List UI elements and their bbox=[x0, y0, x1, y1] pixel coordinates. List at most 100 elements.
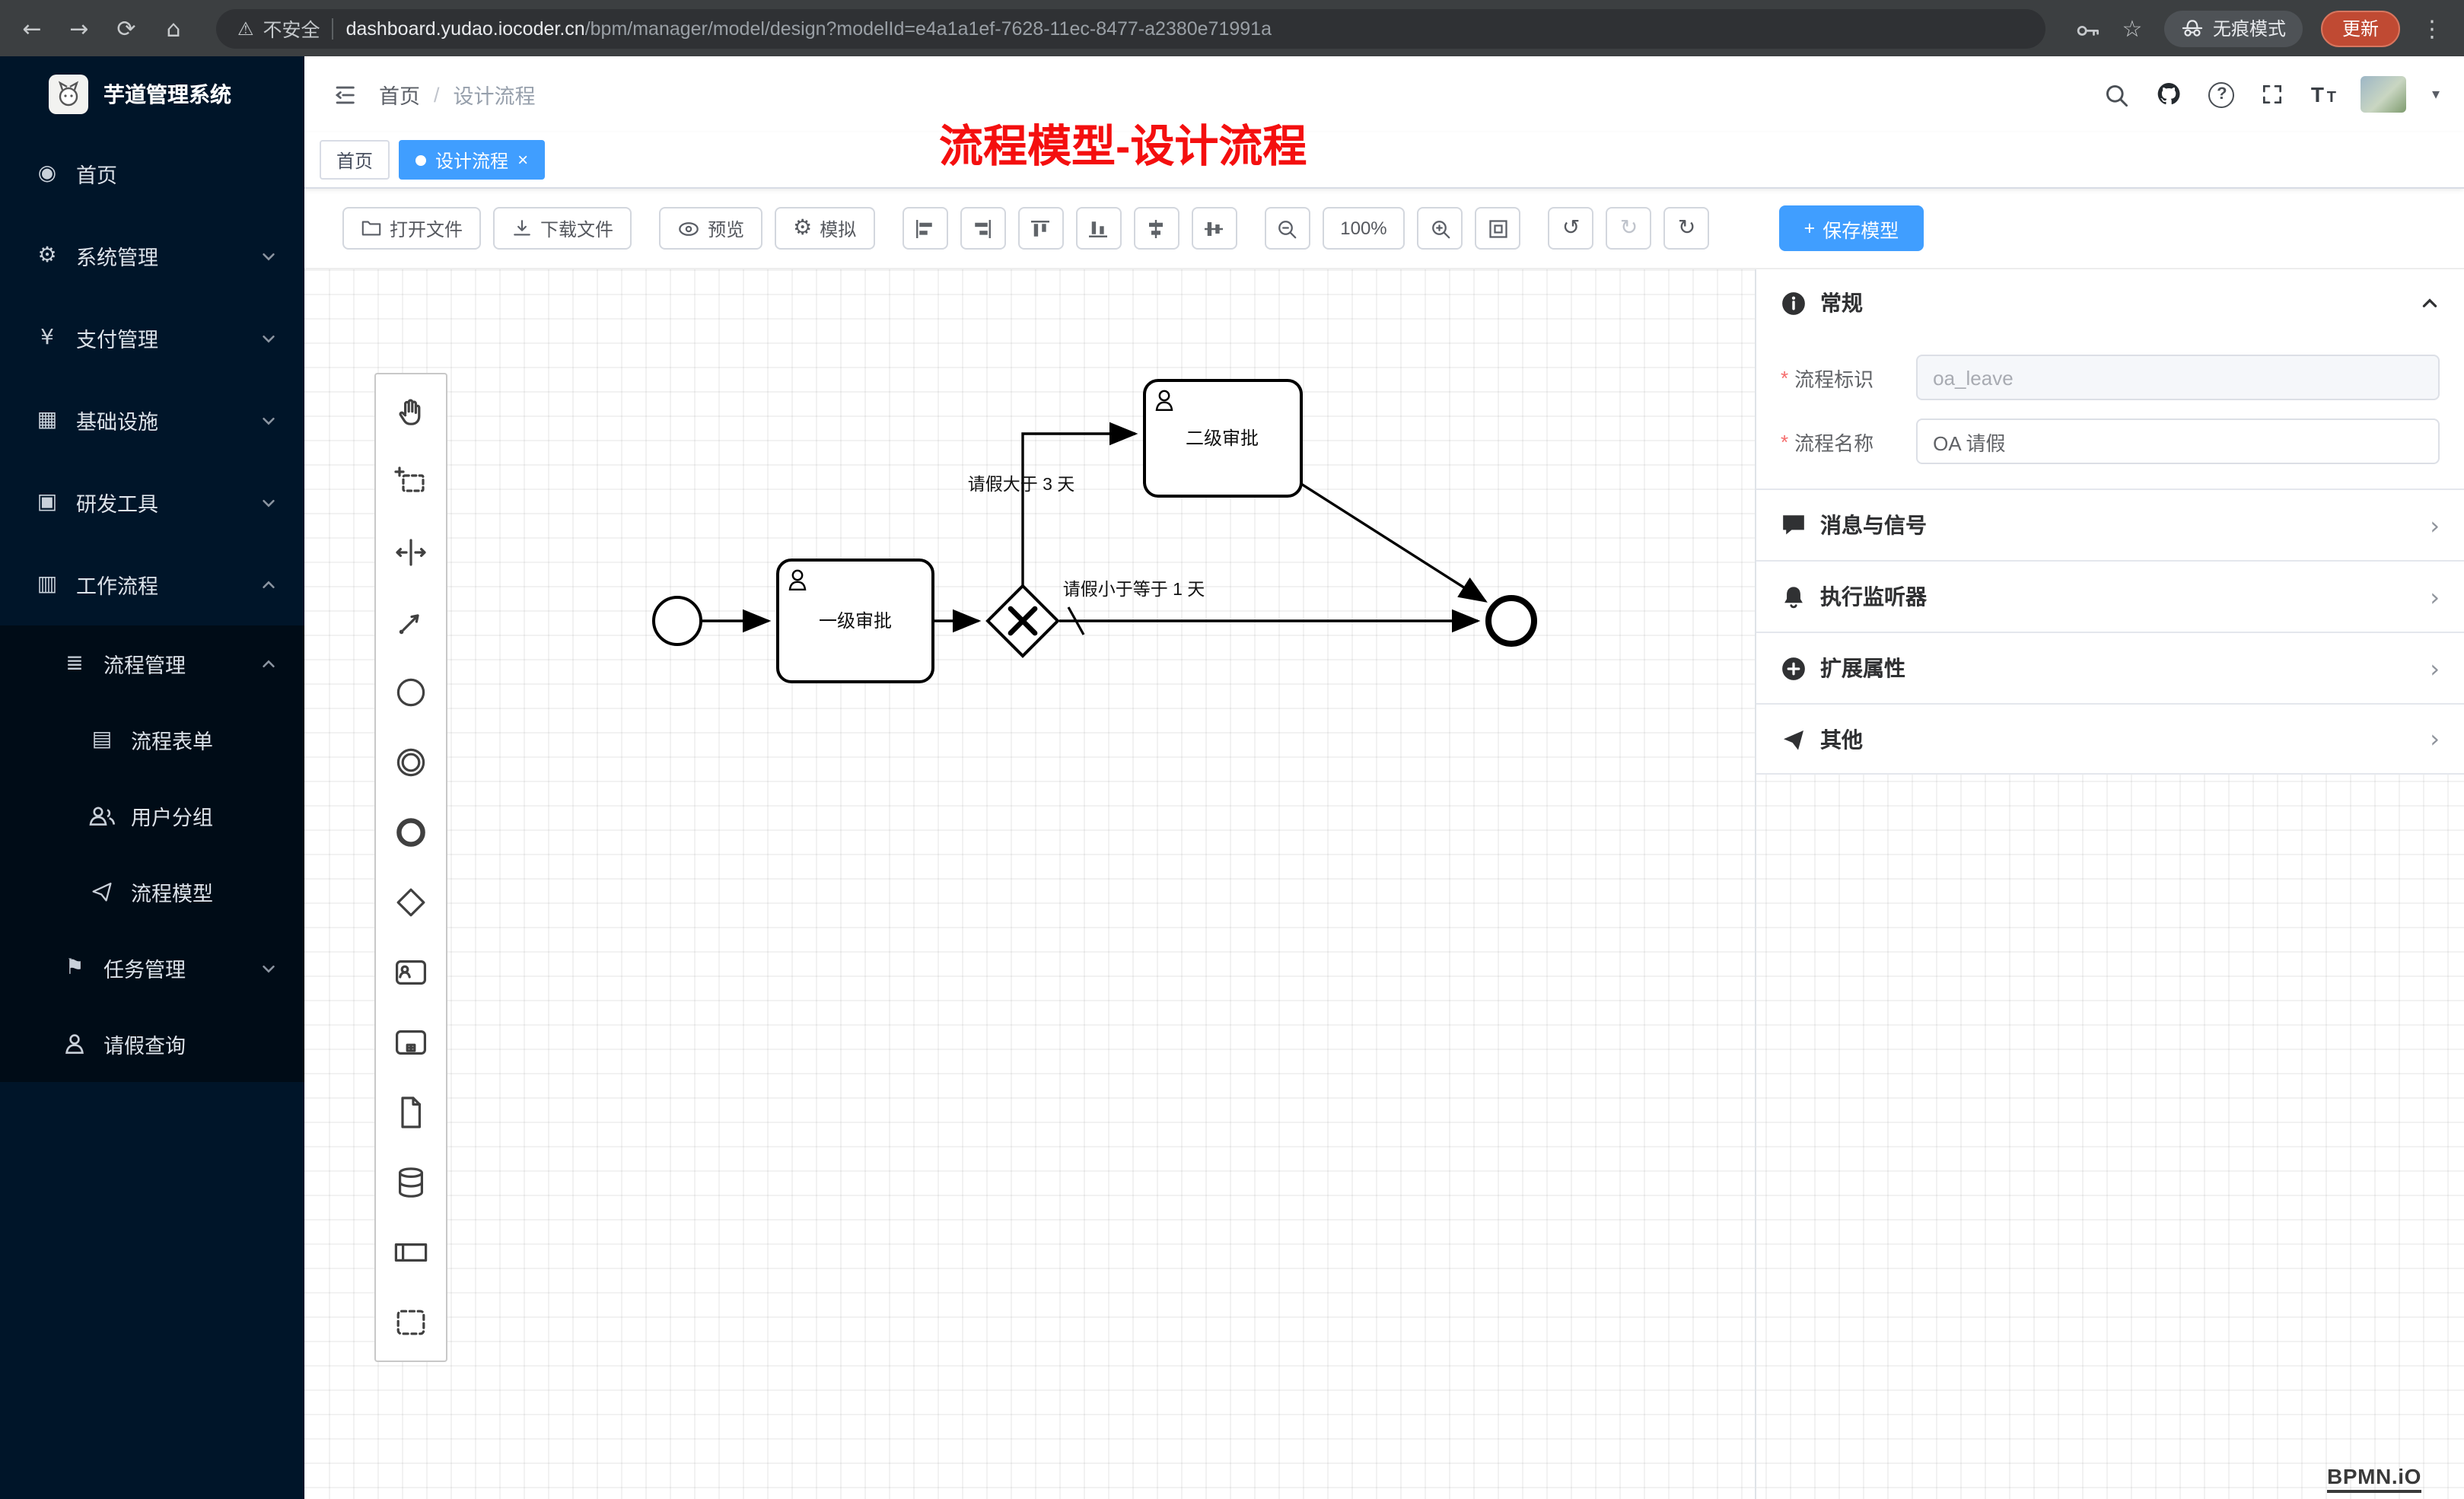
sidebar-item-process-model[interactable]: 流程模型 bbox=[0, 854, 304, 930]
user-task-level1[interactable]: 一级审批 bbox=[776, 559, 934, 683]
menu-fold-icon[interactable] bbox=[332, 81, 358, 107]
palette-lasso-tool[interactable] bbox=[377, 447, 444, 517]
simulate-button[interactable]: ⚙ 模拟 bbox=[775, 207, 875, 250]
sidebar-item-workflow[interactable]: ▥ 工作流程 bbox=[0, 543, 304, 625]
sidebar-item-label: 基础设施 bbox=[76, 411, 158, 434]
align-center-h-button[interactable] bbox=[1133, 207, 1179, 250]
chevron-up-icon bbox=[263, 659, 275, 667]
close-icon[interactable]: × bbox=[517, 149, 529, 170]
browser-chrome: ← → ⟳ ⌂ ⚠ 不安全 dashboard.yudao.iocoder.cn… bbox=[0, 0, 2464, 56]
task-label: 二级审批 bbox=[1186, 428, 1259, 449]
palette-user-task[interactable] bbox=[377, 937, 444, 1007]
message-icon bbox=[1783, 515, 1804, 535]
align-bottom-button[interactable] bbox=[1075, 207, 1122, 250]
fit-viewport-button[interactable] bbox=[1475, 207, 1521, 250]
palette-data-store[interactable] bbox=[377, 1147, 444, 1217]
header-bar: 首页 / 设计流程 ? T T ▾ bbox=[304, 56, 2464, 132]
bookmark-star-icon[interactable]: ☆ bbox=[2122, 14, 2143, 42]
font-size-icon[interactable]: T T bbox=[2310, 82, 2336, 107]
tab-home[interactable]: 首页 bbox=[320, 140, 390, 180]
user-task-level2[interactable]: 二级审批 bbox=[1143, 379, 1303, 498]
flow-label-lte1[interactable]: 请假小于等于 1 天 bbox=[1063, 579, 1205, 599]
palette-group[interactable] bbox=[377, 1287, 444, 1357]
workflow-submenu: ≣ 流程管理 ▤ 流程表单 用户分组 流程模型 ⚑ bbox=[0, 625, 304, 1082]
palette-global-connect-tool[interactable] bbox=[377, 587, 444, 657]
bpmn-io-logo[interactable]: BPMN.iO bbox=[2327, 1464, 2421, 1493]
flow-task2-to-end[interactable] bbox=[1300, 482, 1488, 603]
sidebar-item-home[interactable]: ◉ 首页 bbox=[0, 132, 304, 215]
align-left-button[interactable] bbox=[902, 207, 948, 250]
palette-space-tool[interactable] bbox=[377, 517, 444, 587]
flow-gateway-to-task2[interactable] bbox=[1021, 422, 1138, 586]
browser-menu-icon[interactable]: ⋮ bbox=[2421, 14, 2443, 42]
section-general[interactable]: 常规 bbox=[1756, 269, 2464, 336]
search-icon[interactable] bbox=[2104, 81, 2130, 107]
browser-update-button[interactable]: 更新 bbox=[2320, 10, 2400, 46]
undo-button[interactable]: ↺ bbox=[1548, 207, 1594, 250]
redo-button[interactable]: ↻ bbox=[1606, 207, 1652, 250]
flow-label-gt3[interactable]: 请假大于 3 天 bbox=[968, 474, 1075, 494]
zoom-level[interactable]: 100% bbox=[1322, 207, 1405, 250]
sidebar-item-system[interactable]: ⚙ 系统管理 bbox=[0, 215, 304, 297]
zoom-out-button[interactable] bbox=[1264, 207, 1310, 250]
save-model-button[interactable]: + 保存模型 bbox=[1779, 205, 1924, 251]
github-icon[interactable] bbox=[2156, 81, 2183, 108]
section-message-signal[interactable]: 消息与信号 › bbox=[1756, 489, 2464, 560]
palette-hand-tool[interactable] bbox=[377, 377, 444, 447]
sidebar-item-infra[interactable]: ▦ 基础设施 bbox=[0, 379, 304, 461]
app-logo[interactable]: 芋道管理系统 bbox=[0, 56, 304, 132]
help-icon[interactable]: ? bbox=[2208, 81, 2235, 107]
security-indicator[interactable]: ⚠ 不安全 bbox=[237, 14, 320, 43]
browser-back-icon[interactable]: ← bbox=[22, 14, 42, 42]
section-other[interactable]: 其他 › bbox=[1756, 703, 2464, 775]
tab-design-process[interactable]: 设计流程 × bbox=[399, 140, 546, 180]
palette-participant[interactable] bbox=[377, 1217, 444, 1287]
mascot-icon bbox=[58, 81, 79, 107]
sidebar-item-devtools[interactable]: ▣ 研发工具 bbox=[0, 461, 304, 543]
start-event[interactable] bbox=[652, 596, 702, 646]
list-icon: ≣ bbox=[65, 651, 84, 676]
exclusive-gateway[interactable] bbox=[985, 584, 1060, 658]
user-task-icon bbox=[395, 960, 426, 985]
align-top-button[interactable] bbox=[1017, 207, 1064, 250]
sidebar-item-label: 请假查询 bbox=[103, 1035, 186, 1058]
palette-intermediate-event[interactable] bbox=[377, 727, 444, 797]
restart-button[interactable]: ↻ bbox=[1663, 207, 1710, 250]
sidebar-item-task-mgmt[interactable]: ⚑ 任务管理 bbox=[0, 930, 304, 1006]
open-file-button[interactable]: 打开文件 bbox=[342, 207, 482, 250]
sidebar-item-process-mgmt[interactable]: ≣ 流程管理 bbox=[0, 625, 304, 702]
fullscreen-icon[interactable] bbox=[2261, 82, 2285, 107]
plus-circle-icon bbox=[1782, 657, 1805, 679]
preview-button[interactable]: 预览 bbox=[659, 207, 763, 250]
chevron-down-icon bbox=[263, 252, 275, 260]
palette-subprocess[interactable] bbox=[377, 1007, 444, 1077]
address-bar[interactable]: ⚠ 不安全 dashboard.yudao.iocoder.cn/bpm/man… bbox=[216, 8, 2045, 48]
avatar-caret-icon[interactable]: ▾ bbox=[2431, 86, 2440, 103]
palette-data-object[interactable] bbox=[377, 1077, 444, 1147]
sidebar-item-user-group[interactable]: 用户分组 bbox=[0, 778, 304, 854]
sidebar-item-payment[interactable]: ¥ 支付管理 bbox=[0, 297, 304, 379]
palette-start-event[interactable] bbox=[377, 657, 444, 727]
browser-forward-icon[interactable]: → bbox=[69, 14, 89, 42]
sidebar-item-leave-query[interactable]: 请假查询 bbox=[0, 1006, 304, 1082]
key-icon[interactable] bbox=[2074, 15, 2100, 41]
zoom-in-button[interactable] bbox=[1417, 207, 1463, 250]
breadcrumb-home[interactable]: 首页 bbox=[379, 85, 420, 108]
palette-gateway[interactable] bbox=[377, 867, 444, 937]
zoom-in-icon bbox=[1431, 220, 1450, 238]
browser-home-icon[interactable]: ⌂ bbox=[166, 14, 181, 42]
avatar[interactable] bbox=[2360, 76, 2406, 113]
section-title: 扩展属性 bbox=[1820, 656, 1905, 680]
security-label: 不安全 bbox=[263, 20, 320, 41]
section-extended-attrs[interactable]: 扩展属性 › bbox=[1756, 632, 2464, 703]
process-name-input[interactable] bbox=[1916, 419, 2440, 464]
section-execution-listener[interactable]: 执行监听器 › bbox=[1756, 560, 2464, 632]
sidebar-item-process-form[interactable]: ▤ 流程表单 bbox=[0, 702, 304, 778]
end-event[interactable] bbox=[1485, 595, 1537, 647]
download-file-button[interactable]: 下载文件 bbox=[493, 207, 632, 250]
browser-reload-icon[interactable]: ⟳ bbox=[116, 14, 136, 42]
bpmn-canvas[interactable]: 请假大于 3 天 请假小于等于 1 天 一级审批 bbox=[304, 269, 2464, 1499]
palette-end-event[interactable] bbox=[377, 797, 444, 867]
align-right-button[interactable] bbox=[960, 207, 1006, 250]
align-center-v-button[interactable] bbox=[1191, 207, 1237, 250]
